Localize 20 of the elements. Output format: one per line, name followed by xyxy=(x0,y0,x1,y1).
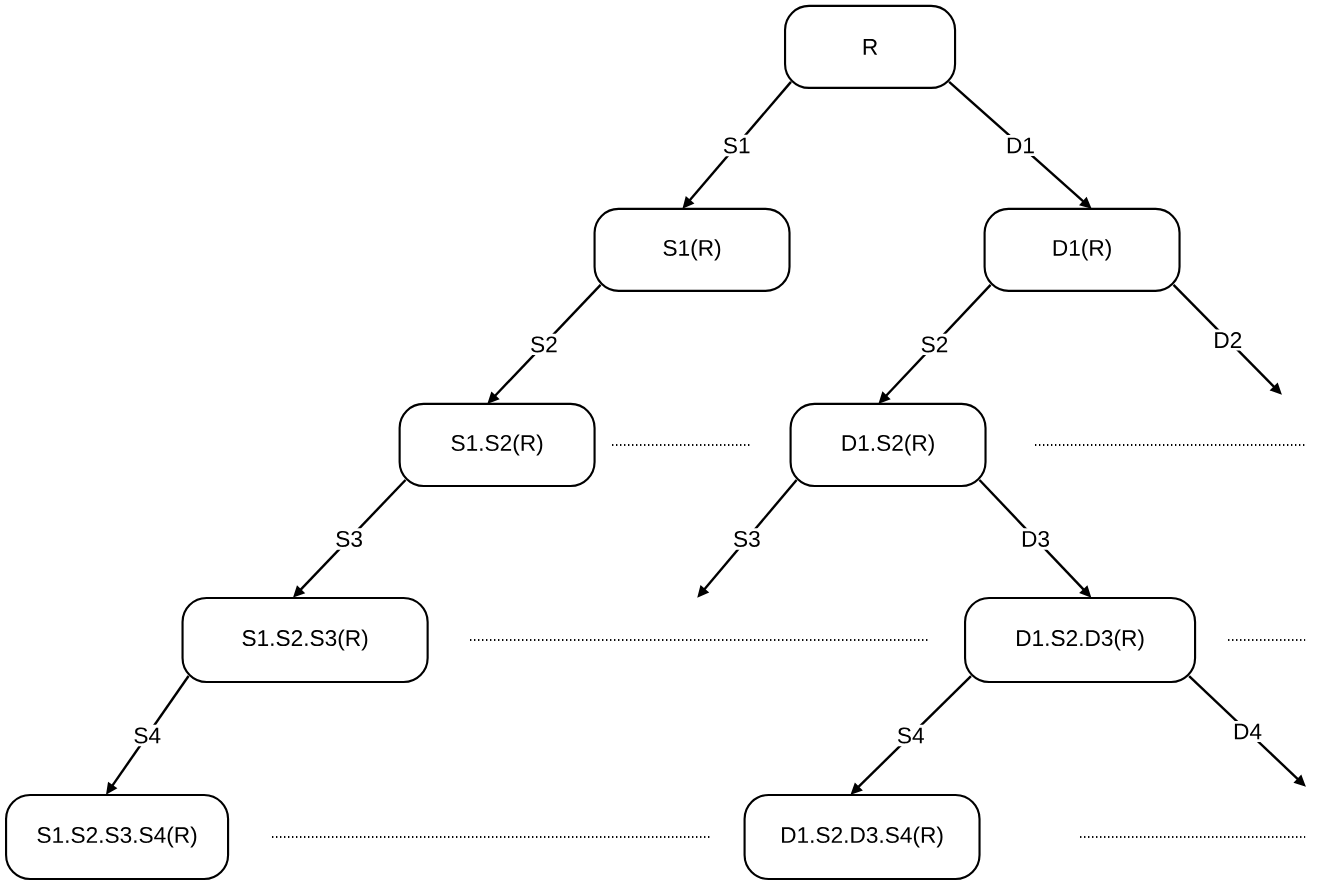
state-box: S1.S2.S3.S4(R) xyxy=(5,793,230,881)
state-box: D1.S2(R) xyxy=(789,402,987,488)
edge-label: D1 xyxy=(1003,135,1038,156)
edge-label: S2 xyxy=(527,333,561,356)
edge-label: S4 xyxy=(130,724,164,747)
state-box: S1(R) xyxy=(593,207,791,292)
edge-label: S3 xyxy=(332,528,366,550)
edge-label: D2 xyxy=(1210,329,1245,351)
state-box: S1.S2(R) xyxy=(398,402,596,488)
state-box: D1(R) xyxy=(983,207,1181,292)
edge-label: D4 xyxy=(1230,721,1265,742)
state-box: D1.S2.D3.S4(R) xyxy=(743,793,981,881)
state-box: D1.S2.D3(R) xyxy=(964,596,1197,684)
state-box: S1.S2.S3(R) xyxy=(181,596,429,684)
edge-label: S4 xyxy=(894,724,928,747)
edge-label: D3 xyxy=(1018,528,1053,550)
edge-label: S2 xyxy=(917,333,951,356)
edge-label: S3 xyxy=(730,528,764,550)
edge-label: S1 xyxy=(720,134,754,157)
state-box: R xyxy=(784,4,957,89)
